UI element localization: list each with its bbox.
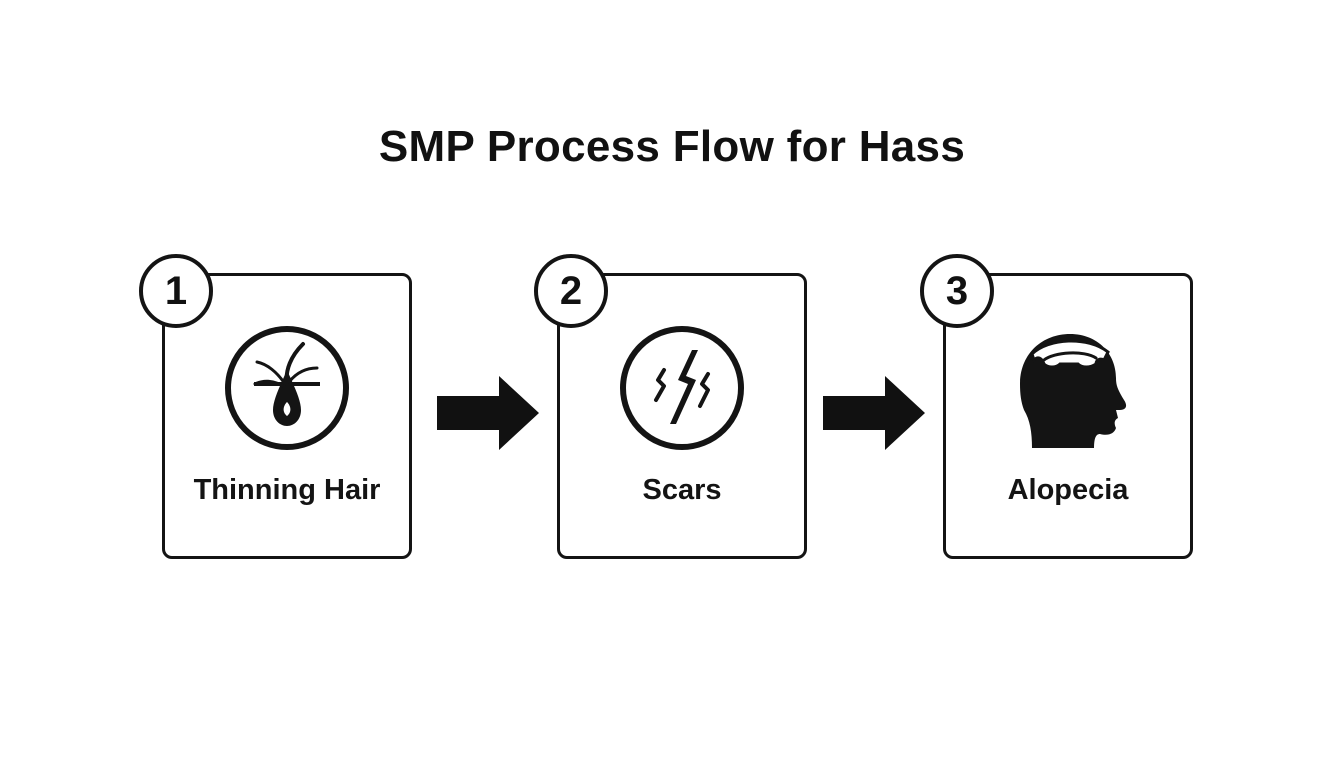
arrow-right-icon bbox=[823, 376, 925, 450]
step-number-badge: 2 bbox=[534, 254, 608, 328]
hair-follicle-icon bbox=[223, 324, 351, 452]
step-label: Alopecia bbox=[1007, 474, 1129, 506]
diagram-title: SMP Process Flow for Hass bbox=[378, 122, 966, 171]
step-card-thinning-hair: 1 Thinning Hair bbox=[139, 254, 412, 559]
bald-head-icon bbox=[1004, 324, 1132, 452]
step-label: Scars bbox=[642, 474, 722, 506]
step-label: Thinning Hair bbox=[193, 474, 381, 506]
step-card-scars: 2 Scars bbox=[534, 254, 807, 559]
step-number-badge: 1 bbox=[139, 254, 213, 328]
step-number-badge: 3 bbox=[920, 254, 994, 328]
scar-icon bbox=[618, 324, 746, 452]
step-card-alopecia: 3 Alopecia bbox=[920, 254, 1193, 559]
arrow-right-icon bbox=[437, 376, 539, 450]
